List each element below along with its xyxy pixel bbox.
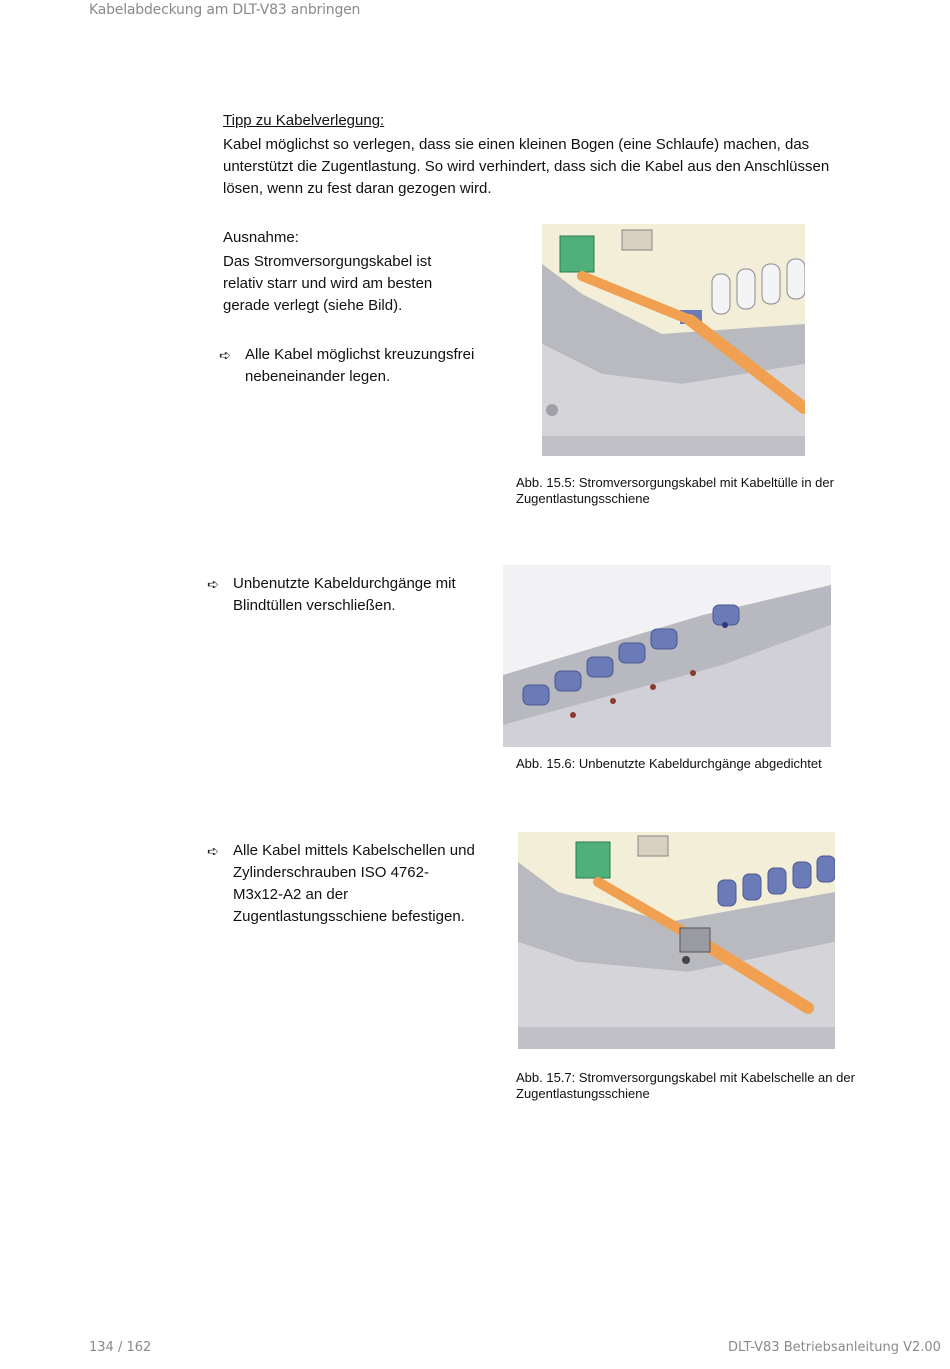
arrow-right-icon: ➪ [207, 843, 219, 859]
step-item: ➪ Unbenutzte Kabeldurchgänge mit Blindtü… [207, 573, 487, 617]
arrow-right-icon: ➪ [207, 576, 219, 592]
figure-power-cable-clamp [518, 832, 835, 1049]
arrow-right-icon: ➪ [219, 347, 231, 363]
page-number: 134 / 162 [89, 1340, 152, 1355]
document-title: DLT-V83 Betriebsanleitung V2.00 [728, 1340, 941, 1355]
step-item: ➪ Alle Kabel mittels Kabelschellen und Z… [207, 840, 477, 928]
figure-unused-cable-passages [503, 565, 831, 747]
figure-caption: Abb. 15.6: Unbenutzte Kabeldurchgänge ab… [516, 756, 822, 771]
step-item: ➪ Alle Kabel möglichst kreuzungsfrei neb… [219, 344, 479, 388]
figure-caption: Abb. 15.5: Stromversorgungskabel mit Kab… [516, 475, 834, 506]
figure-power-cable-grommet [542, 224, 805, 456]
step-text: Alle Kabel mittels Kabelschellen und Zyl… [233, 842, 475, 925]
figure-caption: Abb. 15.7: Stromversorgungskabel mit Kab… [516, 1070, 855, 1101]
step-text: Unbenutzte Kabeldurchgänge mit Blindtüll… [233, 575, 456, 614]
tip-body: Kabel möglichst so verlegen, dass sie ei… [223, 136, 830, 197]
tip-title: Tipp zu Kabelverlegung: [223, 112, 385, 129]
step-text: Alle Kabel möglichst kreuzungsfrei neben… [245, 346, 475, 385]
running-header: Kabelabdeckung am DLT-V83 anbringen [89, 2, 361, 18]
exception-body: Das Stromversorgungskabel ist relativ st… [223, 253, 433, 314]
exception-title: Ausnahme: [223, 229, 299, 246]
